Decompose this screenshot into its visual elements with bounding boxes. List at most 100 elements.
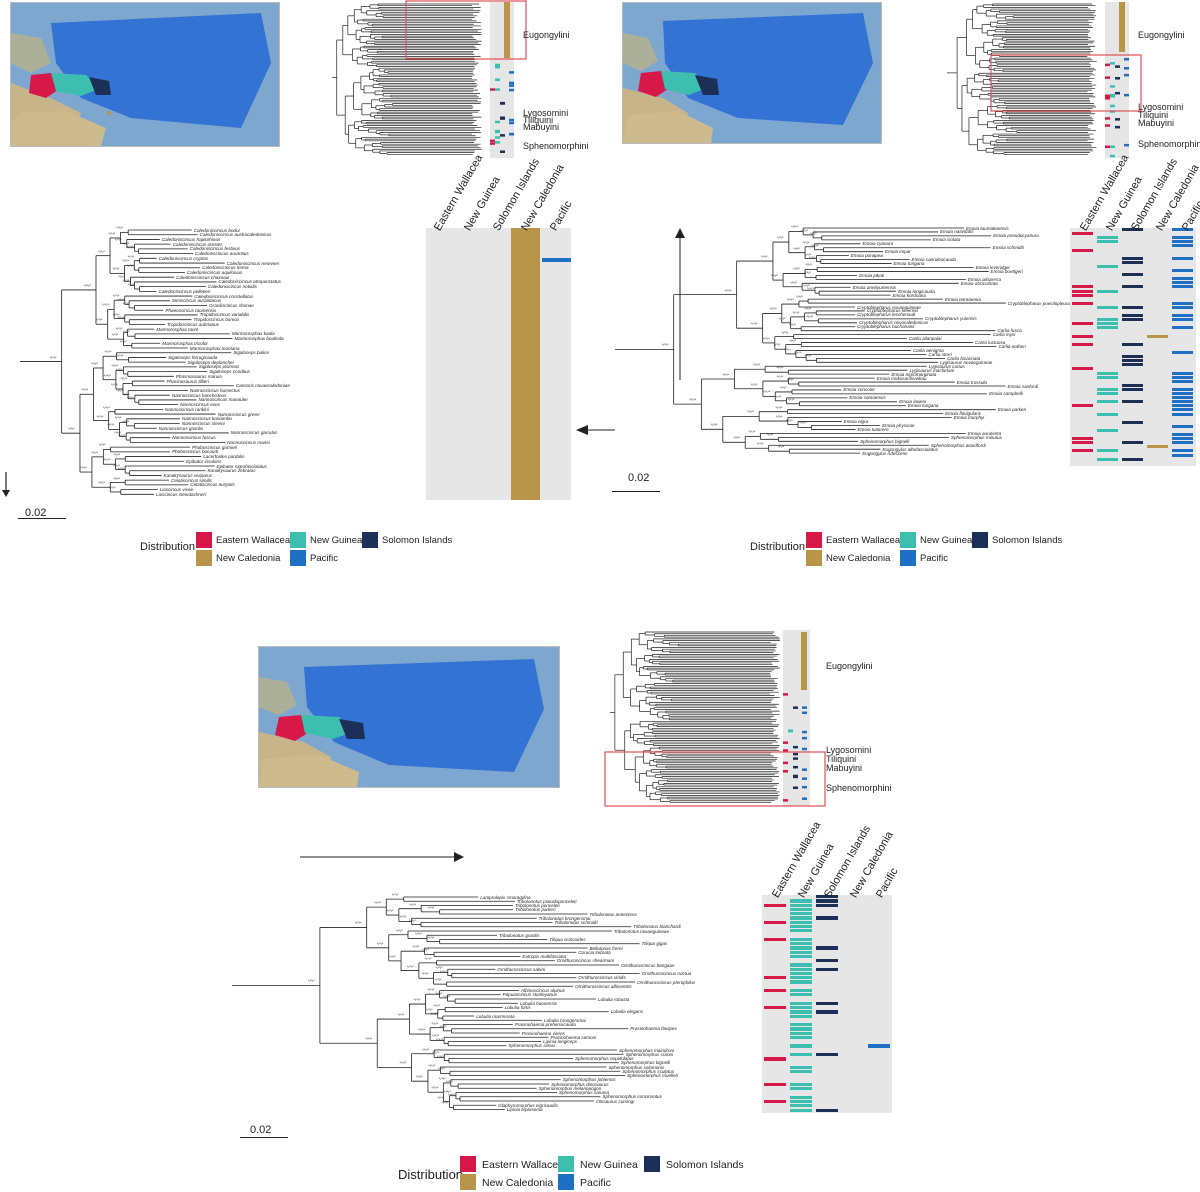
node-support-label: */*/* [431,1020,439,1026]
matrix-cell [1172,228,1193,232]
matrix-cell [764,1099,786,1104]
node-support-label: */*/* [122,391,130,397]
tip-label: Simiscincus aurantiacus [171,298,222,304]
node-support-label: */*/* [437,1066,445,1072]
node-support-label: */*/* [114,415,122,421]
matrix-cell [1172,314,1193,318]
matrix-cell [816,895,838,899]
region-b-label-sphenomorphini: Sphenomorphini [1138,139,1200,149]
matrix-cell [790,937,812,941]
matrix-cell [1072,301,1093,305]
tip-label: Lioscincus steindachneri [156,491,207,497]
overview-distribution-mark [500,134,505,137]
tip-label: Sphenomorphus concinnatus [602,1094,662,1100]
legend-b-swatch-pacific [900,550,916,566]
region-b-label-mabuyini: Mabuyini [1138,118,1175,128]
tip-label: Nannoscincus garrulus [230,430,278,436]
overview-distribution-mark [783,693,788,696]
legend-a-swatch-eastern-wallacea [196,532,212,548]
tip-label: Nannoscincus manautei [198,397,248,403]
node-support-label: */*/* [98,442,106,448]
matrix-cell [790,912,812,916]
node-support-label: */*/* [760,254,768,260]
legend-a-swatch-new-guinea [290,532,306,548]
node-support-label: */*/* [802,239,810,245]
legend-c-label-eastern-wallacea: Eastern Wallacea [482,1159,564,1171]
matrix-cell [790,1065,812,1070]
overview-distribution-mark [802,706,807,709]
matrix-cell [790,1052,812,1057]
tip-label: Emoia physicae [882,423,915,428]
tip-label: Sigaloseps pisinnus [198,364,240,370]
tip-label: Marmorosphax montana [189,345,240,351]
matrix-cell [816,916,838,920]
matrix-cell [816,967,838,971]
legend-a-label-eastern-wallacea: Eastern Wallacea [216,535,291,546]
tip-label: Sphenomorphus maindroni [618,1047,675,1053]
matrix-cell [1172,396,1193,400]
overview-distribution-mark [793,786,798,790]
node-support-label: */*/* [111,363,119,369]
tip-label: Eugongylus rufescens [862,450,908,456]
node-support-label: */*/* [414,931,422,937]
node-support-label: */*/* [122,278,130,284]
node-support-label: */*/* [49,354,57,360]
node-support-label: */*/* [443,994,451,1000]
overview-distribution-mark [495,88,500,91]
node-support-label: */*/* [661,342,669,348]
tip-label: Emoia adspersa [967,276,1002,282]
node-support-label: */*/* [126,395,134,401]
node-support-label: */*/* [112,311,120,317]
tip-label: Ornithuroscincus bengaun [620,962,675,968]
node-support-label: */*/* [391,892,399,898]
tip-label: Lobulia robusta [597,996,630,1002]
overview-distribution-mark [1124,143,1129,147]
matrix-cell [1097,240,1118,244]
node-support-label: */*/* [102,404,110,410]
node-support-label: */*/* [438,1075,446,1081]
legend-c-label-pacific: Pacific [580,1177,611,1189]
node-support-label: */*/* [126,263,134,269]
tip-label: Lobulia fortis [504,1005,531,1010]
matrix-cell [1097,387,1118,391]
tip-label: Caledoniscincus terma [202,265,249,271]
node-support-label: */*/* [122,329,130,335]
matrix-cell [1172,379,1193,383]
matrix-cell [816,1001,838,1006]
tip-label: Caesoris novaecaledoniae [235,383,290,389]
overview-distribution-mark [1110,62,1115,65]
region-b-label-tiliquini: Tiliquini [1138,110,1169,120]
overview-distribution-mark [802,797,807,800]
overview-distribution-mark [509,88,514,92]
overview-distribution-mark [802,768,807,771]
matrix-cell [790,950,812,954]
node-support-label: */*/* [81,387,89,393]
tip-label: Emoia longicauda [898,288,935,294]
tip-label: Caledoniscincus chazeaui [176,274,230,280]
matrix-cell [1172,326,1193,330]
distribution-map-c [258,646,560,788]
matrix-cell [1172,408,1193,412]
matrix-cell [764,1082,786,1087]
tip-label: Nannoscincus rankini [165,406,209,412]
region-c-label-mabuyini: Mabuyini [826,763,863,773]
matrix-cell [1072,248,1093,252]
matrix-a-pacific-mark [542,258,571,262]
tip-label: Sigaloseps deplanchei [187,359,234,365]
node-support-label: */*/* [432,1033,440,1039]
matrix-cell [764,1057,786,1061]
tip-label: Tribolonotus annectens [589,911,637,917]
node-support-label: */*/* [126,244,134,250]
tip-label: Carlia mysi [992,332,1016,338]
overview-distribution-mark [793,775,798,779]
matrix-cell [790,1001,812,1006]
legend-a-label-pacific: Pacific [310,553,338,564]
node-support-label: */*/* [722,371,730,377]
tip-label: Cryptoblepharus poecilopleurus [1007,300,1073,306]
tip-label: Cryptoblepharus novocaledonicus [859,320,929,326]
tip-label: Sphenomorphus bignelli [860,438,910,444]
matrix-cell [1172,404,1193,408]
scale-bar-c-label: 0.02 [250,1124,272,1136]
node-support-label: */*/* [122,258,130,264]
node-support-label: */*/* [435,965,443,971]
